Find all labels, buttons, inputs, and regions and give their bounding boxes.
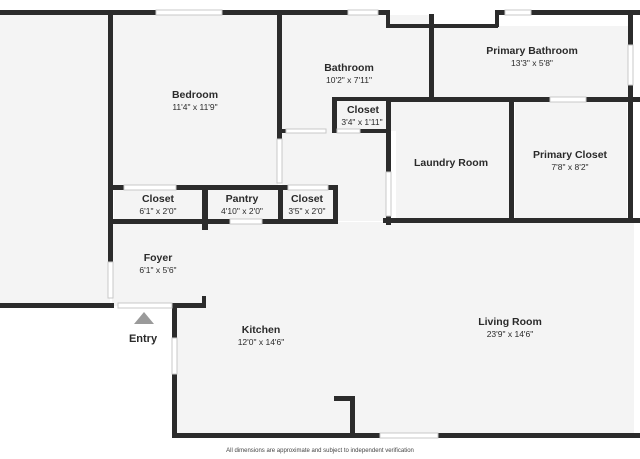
door-entry xyxy=(117,302,173,309)
room-name-laundry: Laundry Room xyxy=(414,157,488,169)
room-name-primary-bathroom: Primary Bathroom xyxy=(486,45,578,57)
window-bathroom xyxy=(347,9,379,16)
room-dims-bedroom: 11'4" x 11'9" xyxy=(172,102,217,112)
wall-garage-right xyxy=(108,14,113,262)
room-name-kitchen: Kitchen xyxy=(242,324,281,336)
wall-closets-bottom-right xyxy=(262,219,338,224)
wall-bath-bottom xyxy=(282,129,286,133)
room-dims-living: 23'9" x 14'6" xyxy=(487,329,534,339)
door-closet xyxy=(336,128,361,134)
room-name-primary-closet: Primary Closet xyxy=(533,149,608,161)
wall-kitchen-top-stub xyxy=(172,303,206,308)
wall-closet-divider-3 xyxy=(333,185,338,224)
openings xyxy=(107,9,634,439)
wall-foyer-stub xyxy=(202,296,206,308)
room-dims-hall-closet: 3'4" x 1'11" xyxy=(341,117,382,127)
wall-laundry-left xyxy=(386,97,391,225)
pantry-floor xyxy=(208,190,279,220)
room-name-bathroom: Bathroom xyxy=(324,62,374,74)
wall-closets-bottom-left xyxy=(110,219,230,224)
kitchen-living-floor xyxy=(176,222,634,433)
room-dims-foyer: 6'1" x 5'6" xyxy=(139,265,176,275)
room-dims-pantry: 4'10" x 2'0" xyxy=(221,206,263,216)
room-name-closet-left: Closet xyxy=(142,193,175,205)
window-foyer xyxy=(107,261,114,299)
wall-notch-left xyxy=(386,10,390,27)
room-name-pantry: Pantry xyxy=(226,193,259,205)
wall-garage-bottom xyxy=(0,303,114,308)
disclaimer-text: All dimensions are approximate and subje… xyxy=(226,448,414,454)
window-kitchen xyxy=(171,337,178,375)
garage-floor xyxy=(0,14,110,306)
wall-closet-top xyxy=(332,97,388,101)
room-name-foyer: Foyer xyxy=(144,252,173,264)
bedroom-floor xyxy=(112,15,278,187)
wall-top-right xyxy=(495,10,640,15)
window-living xyxy=(379,432,439,439)
wall-laundry-bottom xyxy=(383,218,640,223)
room-dims-closet-right: 3'5" x 2'0" xyxy=(288,206,325,216)
entry-label: Entry xyxy=(129,333,158,345)
wall-island-side xyxy=(350,396,355,436)
room-name-bedroom: Bedroom xyxy=(172,89,218,101)
wall-bathroom-right xyxy=(429,14,434,101)
primary-bathroom-floor xyxy=(434,26,628,98)
window-bedroom xyxy=(155,9,223,16)
closet-right-floor xyxy=(283,190,333,220)
wall-bedroom-right xyxy=(277,14,282,139)
wall-island-top xyxy=(334,396,354,401)
room-dims-primary-closet: 7'8" x 8'2" xyxy=(551,162,588,172)
door-bedroom xyxy=(276,138,283,184)
door-pantry xyxy=(229,218,263,225)
window-primary-bath-right xyxy=(627,44,634,86)
door-closet-left xyxy=(123,184,177,191)
room-dims-kitchen: 12'0" x 14'6" xyxy=(238,337,285,347)
door-primary-bath xyxy=(549,96,587,103)
wall-notch-right xyxy=(495,10,499,27)
primary-closet-floor xyxy=(515,102,627,218)
room-labels: Bedroom 11'4" x 11'9" Bathroom 10'2" x 7… xyxy=(139,45,607,347)
room-dims-closet-left: 6'1" x 2'0" xyxy=(139,206,176,216)
laundry-floor xyxy=(396,102,509,218)
wall-far-right xyxy=(628,14,633,223)
wall-closets-top xyxy=(110,185,338,190)
room-name-hall-closet: Closet xyxy=(347,104,380,116)
wall-closet-divider-1 xyxy=(202,185,208,230)
room-name-living: Living Room xyxy=(478,316,542,328)
wall-closet-divider-2 xyxy=(278,185,283,223)
room-dims-bathroom: 10'2" x 7'11" xyxy=(326,75,372,85)
door-laundry xyxy=(385,171,392,217)
room-name-closet-right: Closet xyxy=(291,193,324,205)
door-bathroom xyxy=(285,128,327,134)
closet-left-floor xyxy=(114,190,202,220)
wall-laundry-right xyxy=(509,97,514,222)
wall-closet-left xyxy=(332,97,337,133)
room-dims-primary-bathroom: 13'3" x 5'8" xyxy=(511,58,553,68)
wall-notch-bottom xyxy=(386,24,498,28)
entry-arrow-icon xyxy=(134,312,154,324)
window-primary-bath xyxy=(504,9,532,16)
door-closet-right xyxy=(287,184,329,191)
wall-closet-bottom xyxy=(360,129,388,133)
